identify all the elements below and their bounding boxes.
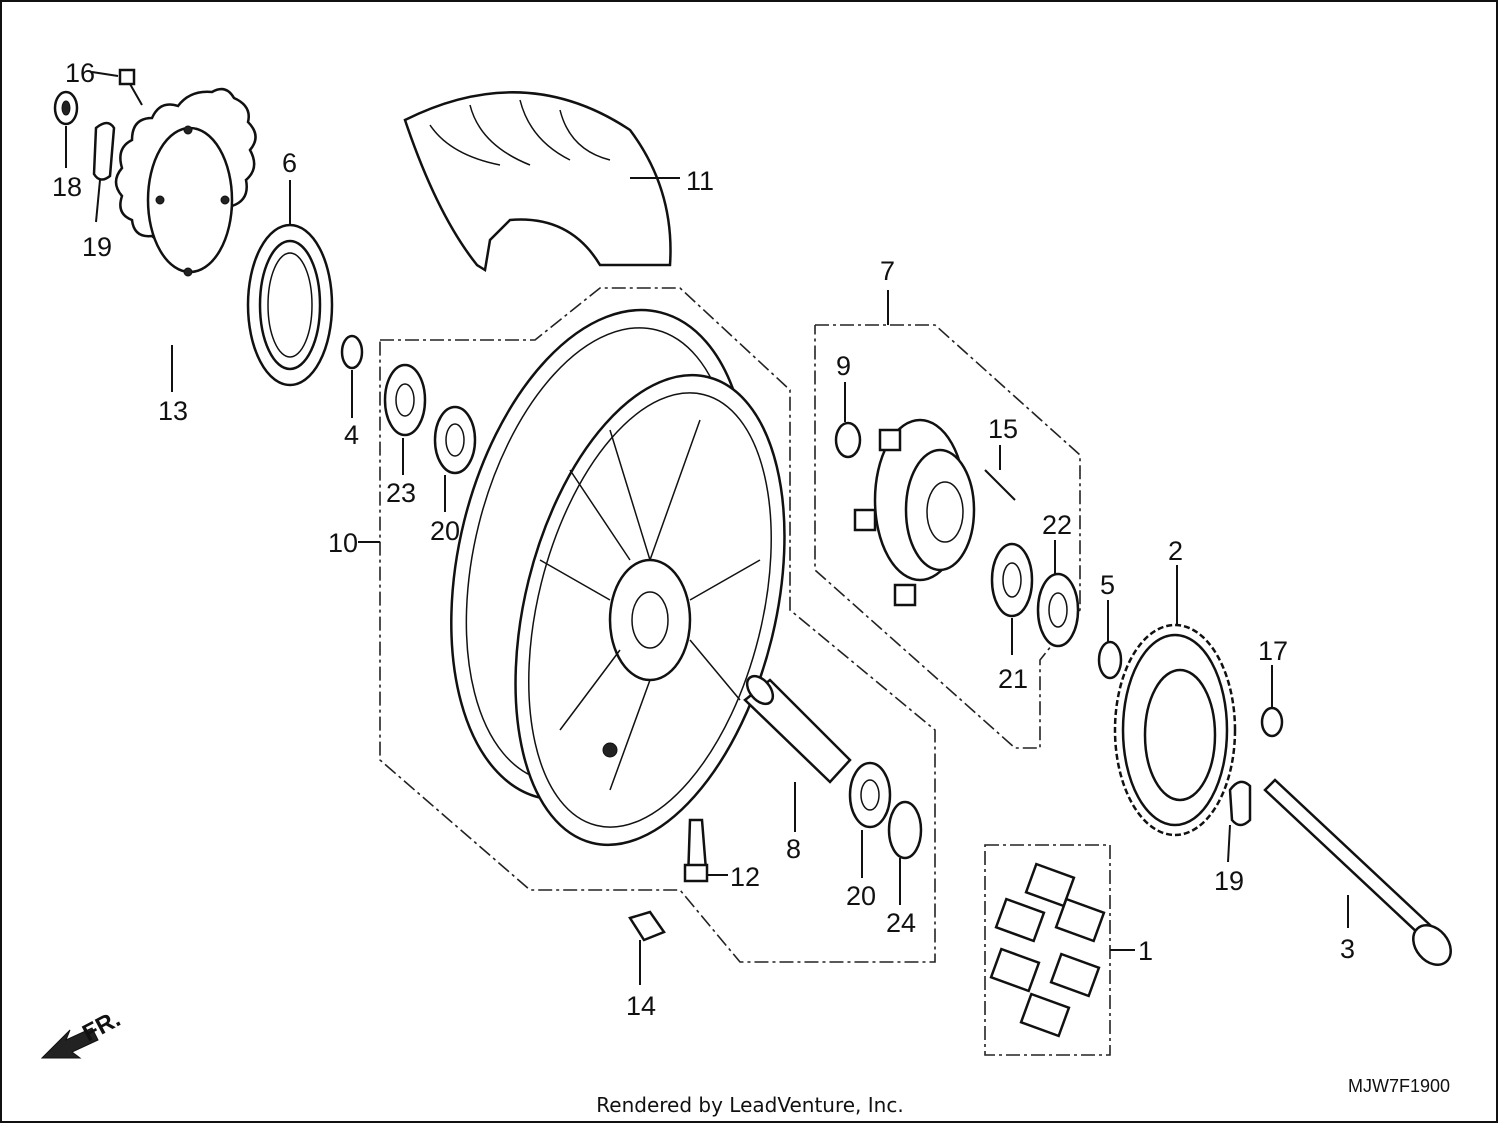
- callout-22: 22: [1042, 510, 1072, 540]
- callout-6: 6: [282, 148, 297, 178]
- callout-2: 2: [1168, 536, 1183, 566]
- bolt-16[interactable]: [118, 68, 143, 106]
- callout-23: 23: [386, 478, 416, 508]
- circlip-24[interactable]: [887, 800, 923, 860]
- wheel-assembly-outline: [379, 287, 936, 963]
- sprocket[interactable]: [1113, 623, 1237, 837]
- spacer-4[interactable]: [340, 334, 364, 370]
- callout-11: 11: [686, 166, 714, 196]
- tire[interactable]: [403, 91, 672, 273]
- wheel-rim[interactable]: [404, 279, 830, 874]
- callout-20-right: 20: [846, 881, 876, 911]
- callout-19-right: 19: [1214, 866, 1244, 896]
- callout-14: 14: [626, 991, 656, 1021]
- callout-18: 18: [52, 172, 82, 202]
- callout-19-left: 19: [82, 232, 112, 262]
- damper-rubber-set[interactable]: [989, 862, 1106, 1038]
- brake-disc[interactable]: [114, 87, 257, 277]
- leader-lines: [65, 71, 1349, 985]
- callout-9: 9: [836, 351, 851, 381]
- plate-19-left[interactable]: [92, 121, 116, 181]
- stud-15[interactable]: [984, 469, 1016, 501]
- collar-9[interactable]: [834, 421, 862, 459]
- callout-17: 17: [1258, 636, 1288, 666]
- callout-8: 8: [786, 834, 801, 864]
- callout-7: 7: [880, 256, 895, 286]
- driven-flange[interactable]: [853, 418, 976, 607]
- axle-3[interactable]: [1263, 778, 1458, 972]
- front-direction-marker: FR.: [40, 1005, 125, 1059]
- callout-21: 21: [998, 664, 1028, 694]
- callout-15: 15: [988, 414, 1018, 444]
- callout-labels: 16 18 19 6 11 13 4 23 20 10 7 9 15 22 21…: [52, 58, 1355, 1021]
- callout-3: 3: [1340, 934, 1355, 964]
- callout-4: 4: [344, 420, 359, 450]
- bearing-23[interactable]: [383, 363, 427, 437]
- callout-1: 1: [1138, 936, 1153, 966]
- bearing-22[interactable]: [1036, 572, 1080, 648]
- collar-5[interactable]: [1097, 640, 1123, 680]
- dust-seal[interactable]: [246, 223, 334, 387]
- callout-5: 5: [1100, 570, 1115, 600]
- hub-assembly-outline: [814, 324, 1081, 749]
- collar-8[interactable]: [742, 671, 852, 784]
- plate-19-right[interactable]: [1228, 780, 1252, 827]
- callout-24: 24: [886, 908, 916, 938]
- balance-weight-14[interactable]: [628, 910, 666, 942]
- nut-18[interactable]: [53, 90, 79, 126]
- bearing-20-left[interactable]: [433, 405, 477, 475]
- callout-13: 13: [158, 396, 188, 426]
- nut-17[interactable]: [1260, 706, 1284, 738]
- valve-12[interactable]: [683, 818, 709, 883]
- diagram-code: MJW7F1900: [1348, 1076, 1450, 1096]
- callout-20-left: 20: [430, 516, 460, 546]
- bearing-21[interactable]: [990, 542, 1034, 618]
- arrow-left-icon: [40, 1027, 99, 1059]
- bearing-20-right[interactable]: [848, 761, 892, 829]
- callout-10: 10: [328, 528, 358, 558]
- callout-12: 12: [730, 862, 760, 892]
- credit-text: Rendered by LeadVenture, Inc.: [596, 1093, 903, 1117]
- callout-16: 16: [65, 58, 95, 88]
